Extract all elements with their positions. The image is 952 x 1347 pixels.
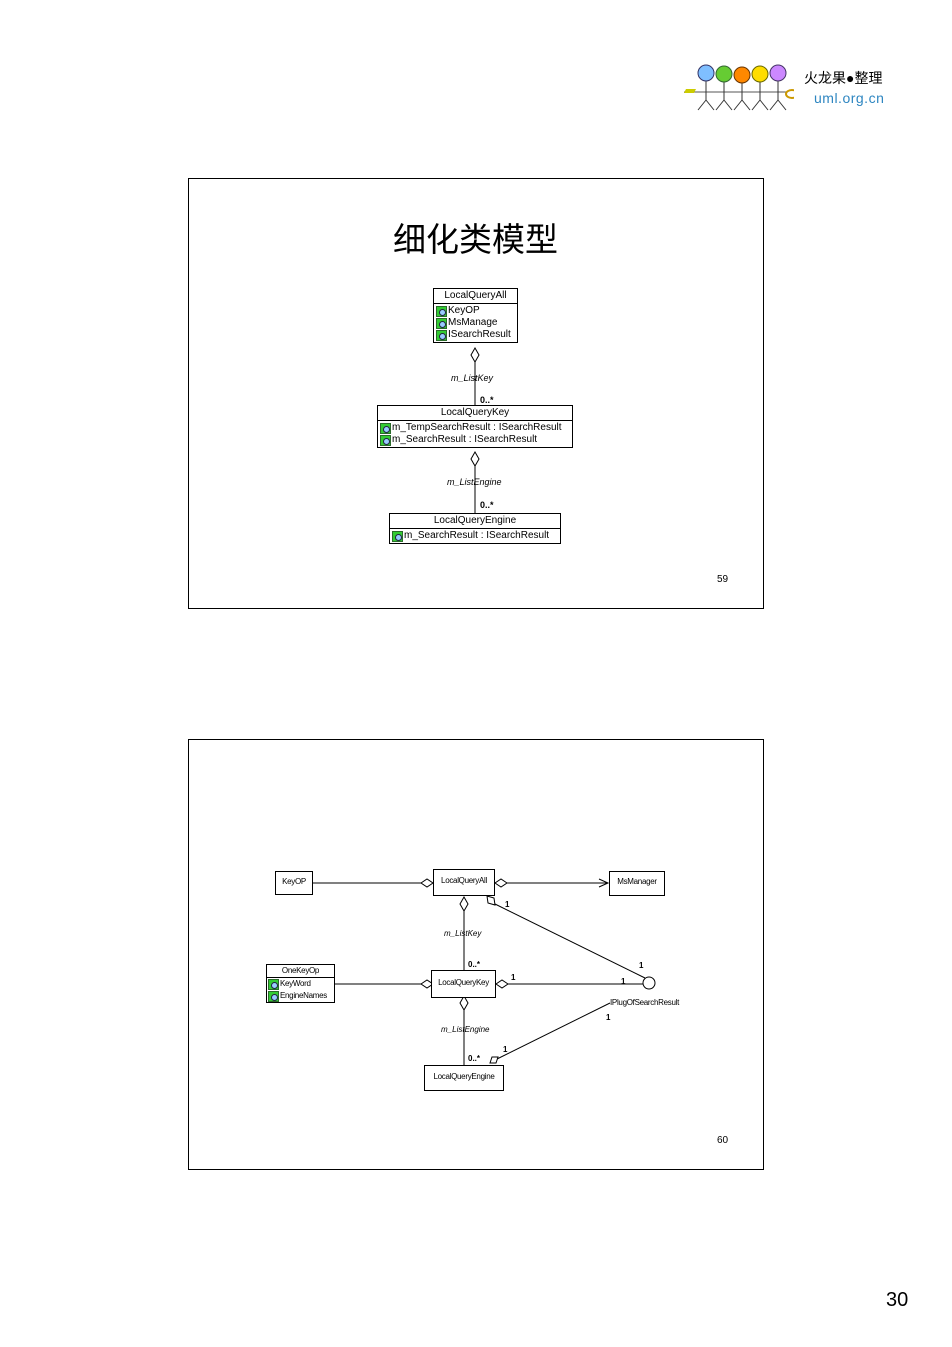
arrow-head-icon [598,878,610,888]
role-list-engine: m_ListEngine [441,1025,490,1034]
class-name: LocalQueryAll [434,289,517,304]
class-name: LocalQueryKey [378,406,572,421]
role-list-key: m_ListKey [444,929,482,938]
multiplicity-label: 1 [606,1013,611,1022]
role-list-engine: m_ListEngine [447,477,502,487]
attribute-row: MsManage [436,317,515,329]
slide-60-connectors [313,878,656,1067]
class-key-op: KeyOP [275,871,313,895]
aggregation-diamond [470,450,480,468]
attribute-label: m_TempSearchResult : ISearchResult [392,422,562,433]
logo-url: uml.org.cn [814,90,885,106]
slide-59-connectors [470,346,480,513]
interface-name: IPlugOfSearchResult [610,998,680,1007]
attribute-label: EngineNames [280,991,327,1000]
attribute-label: ISearchResult [448,329,511,340]
class-name: LocalQueryEngine [433,1072,495,1081]
slide-59: 细化类模型 LocalQueryAll KeyOP MsManage ISear… [188,178,764,609]
aggregation-diamond [470,346,480,364]
class-name: OneKeyOp [267,965,334,978]
class-name: KeyOP [282,877,306,886]
class-ms-manager: MsManager [609,871,665,896]
attribute-row: ISearchResult [436,329,515,341]
attribute-icon [268,978,279,990]
class-one-key-op: OneKeyOp KeyWord EngineNames [266,964,335,1003]
multiplicity-label: 0..* [468,1054,481,1063]
multiplicity-label: 1 [505,900,510,909]
class-local-query-key: LocalQueryKey [431,970,496,998]
attribute-row: m_SearchResult : ISearchResult [380,434,570,446]
aggregation-diamond [420,878,434,888]
multiplicity-label: 0..* [480,395,494,405]
aggregation-diamond [459,895,469,913]
slide-60: KeyOP LocalQueryAll MsManager m_ListKey … [188,739,764,1170]
attribute-icon [380,434,391,446]
aggregation-diamond [489,1056,499,1064]
multiplicity-label: 0..* [480,500,494,510]
attribute-label: KeyWord [280,979,311,988]
attribute-label: m_SearchResult : ISearchResult [392,434,538,445]
multiplicity-label: 1 [511,973,516,982]
attribute-icon [436,305,447,317]
attribute-row: m_SearchResult : ISearchResult [392,530,558,542]
aggregation-diamond [495,979,509,989]
multiplicity-label: 1 [621,977,626,986]
class-local-query-engine: LocalQueryEngine [424,1065,504,1091]
attribute-icon [380,422,391,434]
attribute-icon [436,329,447,341]
page-number: 30 [886,1289,909,1311]
slide-title: 细化类模型 [393,220,558,259]
attribute-icon [268,990,279,1002]
attribute-label: m_SearchResult : ISearchResult [404,530,550,541]
slide-number: 59 [717,574,729,585]
attribute-row: KeyOP [436,305,515,317]
attribute-label: KeyOP [448,305,480,316]
class-local-query-all: LocalQueryAll KeyOP MsManage ISearchResu… [433,288,518,343]
logo: 火龙果●整理 uml.org.cn [682,62,917,114]
aggregation-diamond [494,878,508,888]
interface-lollipop-icon [642,976,656,990]
attribute-row: EngineNames [268,990,333,1002]
multiplicity-label: 1 [639,961,644,970]
attribute-icon [436,317,447,329]
class-local-query-key: LocalQueryKey m_TempSearchResult : ISear… [377,405,573,448]
class-name: LocalQueryAll [441,876,487,885]
slide-number: 60 [717,1135,729,1146]
attribute-label: MsManage [448,317,498,328]
aggregation-diamond [486,895,496,906]
multiplicity-label: 0..* [468,960,481,969]
class-name: MsManager [617,877,657,886]
class-name: LocalQueryKey [438,978,489,987]
class-name: LocalQueryEngine [390,514,560,529]
logo-figures-icon [684,64,794,111]
role-list-key: m_ListKey [451,373,494,383]
attribute-row: KeyWord [268,978,333,990]
class-local-query-all: LocalQueryAll [433,869,495,896]
attribute-icon [392,530,403,542]
aggregation-diamond [459,994,469,1012]
multiplicity-label: 1 [503,1045,508,1054]
class-local-query-engine: LocalQueryEngine m_SearchResult : ISearc… [389,513,561,544]
logo-title: 火龙果●整理 [804,70,883,86]
attribute-row: m_TempSearchResult : ISearchResult [380,422,570,434]
